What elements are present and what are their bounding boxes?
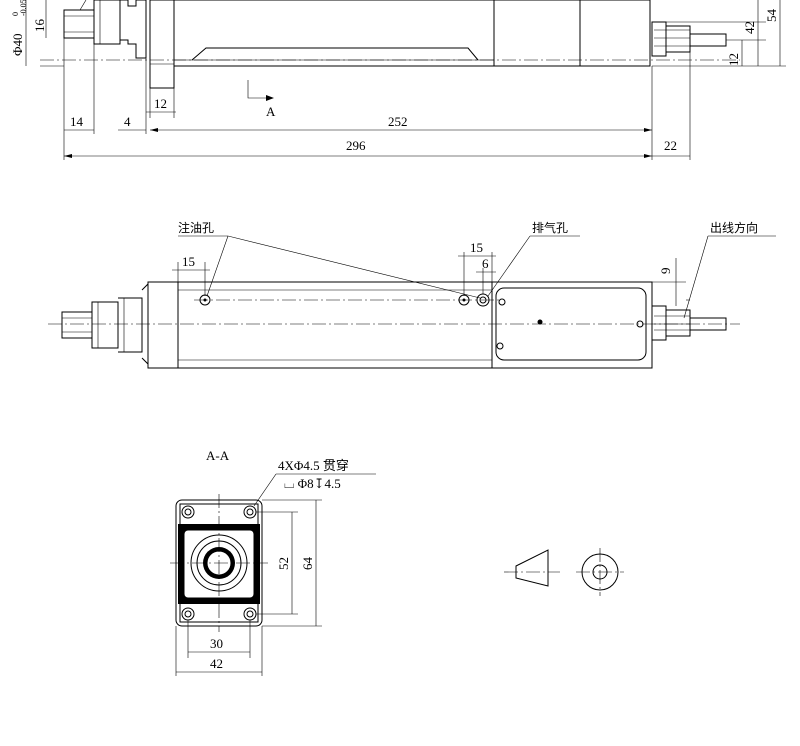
body-groove	[191, 47, 479, 61]
dim-296: 296	[346, 138, 366, 153]
cover-screw-bl	[496, 342, 504, 350]
side-motor	[491, 281, 653, 369]
dim-d40-tol-upper: 0	[11, 12, 20, 16]
side-rod	[91, 301, 119, 349]
side-flange	[147, 281, 179, 369]
dim-6: 6	[482, 256, 489, 271]
callout-holes: 4XΦ4.5 贯穿	[278, 458, 349, 473]
main-body	[173, 0, 495, 67]
label-vent-hole: 排气孔	[532, 220, 568, 235]
side-neck	[118, 297, 143, 353]
dim-22: 22	[664, 138, 677, 153]
cable	[689, 33, 727, 47]
section-label: A	[266, 104, 276, 119]
side-body	[177, 281, 493, 369]
dim-52: 52	[276, 557, 291, 570]
cover-screw-tl	[498, 298, 506, 306]
side-cable-gland-nut	[651, 305, 667, 341]
rod-end	[63, 9, 95, 39]
neck	[120, 0, 147, 59]
dim-30: 30	[210, 636, 223, 651]
dim-15-right: 15	[470, 240, 483, 255]
section-title: A-A	[206, 448, 230, 463]
dim-16: 16	[32, 19, 47, 33]
callout-counterbore: ⌴ Φ8↧4.5	[284, 476, 341, 491]
flange	[149, 0, 175, 89]
dim-12-flange: 12	[154, 96, 167, 111]
section-marker	[247, 80, 266, 99]
side-view: 注油孔 排气孔 出线方向 15 15 6 9	[48, 220, 776, 369]
dim-14: 14	[70, 114, 84, 129]
dim-15-left: 15	[182, 254, 195, 269]
dim-12-cable: 12	[726, 53, 741, 66]
dim-64: 64	[300, 557, 315, 571]
dim-42-bottom: 42	[210, 656, 223, 671]
dim-42-right: 42	[742, 21, 757, 34]
dim-4: 4	[124, 114, 131, 129]
dim-54-right: 54	[764, 9, 779, 23]
label-cable-direction: 出线方向	[710, 220, 758, 235]
side-rod-end	[61, 311, 93, 339]
label-oil-hole: 注油孔	[178, 220, 214, 235]
first-angle-projection-symbol	[504, 548, 624, 596]
motor-housing	[493, 0, 651, 67]
projection-cone	[515, 549, 549, 587]
side-cable-gland-body	[666, 309, 691, 337]
dim-d40-tol-lower: -0.05	[19, 0, 28, 16]
top-view: Φ40 0 -0.05 16 42 54 12 12 A 1	[10, 0, 786, 160]
dim-252: 252	[388, 114, 408, 129]
cable-gland-nut	[651, 21, 667, 57]
dim-d40: Φ40	[10, 33, 25, 56]
dim-9: 9	[658, 268, 673, 275]
section-view: A-A 4XΦ4.5 贯穿 ⌴ Φ8↧4.5 52	[170, 448, 376, 676]
rod	[93, 0, 121, 45]
